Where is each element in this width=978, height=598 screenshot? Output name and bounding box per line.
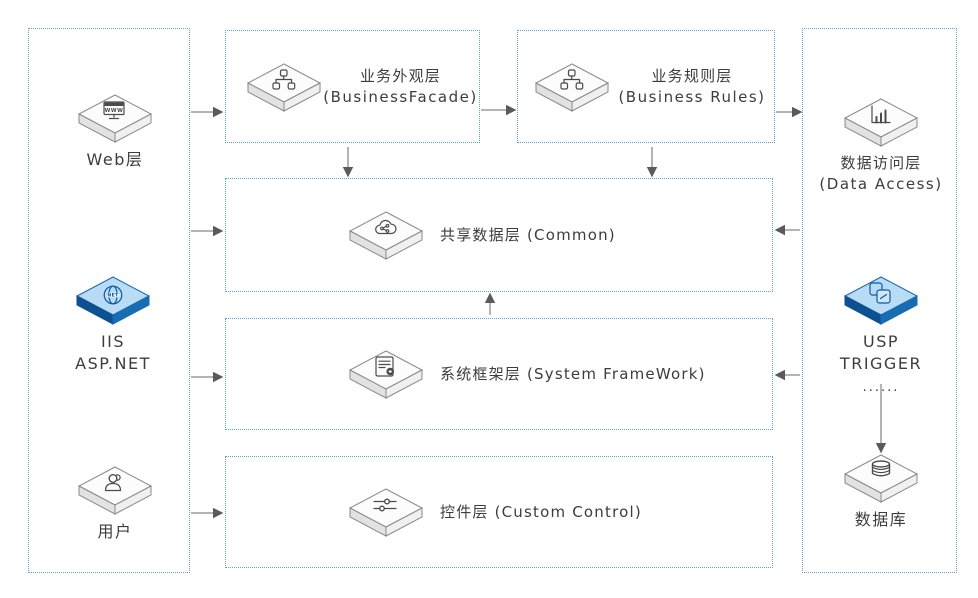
sitemap-icon xyxy=(246,62,322,112)
person-icon xyxy=(77,466,153,515)
database-icon xyxy=(843,454,919,503)
browser-icon: WWW xyxy=(77,94,153,143)
database-label: 数据库 xyxy=(854,510,908,529)
trigger-label: TRIGGER xyxy=(839,354,923,373)
node-usp-trigger: USP TRIGGER ...... xyxy=(805,275,957,395)
report-icon xyxy=(348,350,424,399)
system-framework-box: 系统框架层 (System FrameWork) xyxy=(225,318,773,430)
cloud-share-icon xyxy=(348,211,424,260)
data-access-label-en: (Data Access) xyxy=(819,175,943,193)
sitemap-icon xyxy=(534,62,610,112)
sliders-icon xyxy=(348,488,424,537)
business-rules-label: 业务规则层 (Business Rules) xyxy=(610,66,774,108)
custom-control-label: 控件层 (Custom Control) xyxy=(440,502,642,521)
label-en: (Business Rules) xyxy=(618,87,766,106)
web-layer-label: Web层 xyxy=(86,150,144,169)
business-facade-box: 业务外观层 (BusinessFacade) xyxy=(225,30,480,143)
stored-procedure-icon xyxy=(843,276,919,325)
label-zh: 业务外观层 xyxy=(359,66,441,85)
node-data-access: 数据访问层 (Data Access) xyxy=(805,97,957,195)
custom-control-box: 控件层 (Custom Control) xyxy=(225,456,773,568)
aspnet-label: ASP.NET xyxy=(75,354,151,373)
usp-label: USP xyxy=(862,332,899,351)
user-label: 用户 xyxy=(97,522,133,541)
svg-text:NET: NET xyxy=(107,293,119,299)
svg-text:WWW: WWW xyxy=(105,108,124,114)
node-web-layer: WWW Web层 xyxy=(39,93,191,171)
dotnet-globe-icon: NET xyxy=(75,276,151,325)
business-facade-label: 业务外观层 (BusinessFacade) xyxy=(322,66,479,108)
common-layer-label: 共享数据层 (Common) xyxy=(440,225,616,244)
system-framework-label: 系统框架层 (System FrameWork) xyxy=(440,364,706,383)
business-rules-box: 业务规则层 (Business Rules) xyxy=(517,30,775,143)
node-iis-aspnet: NET IIS ASP.NET xyxy=(37,275,189,375)
iis-label: IIS xyxy=(100,332,126,351)
label-zh: 业务规则层 xyxy=(651,66,733,85)
common-layer-box: 共享数据层 (Common) xyxy=(225,178,773,292)
ellipsis-label: ...... xyxy=(862,380,900,395)
bar-chart-icon xyxy=(843,98,919,147)
label-en: (BusinessFacade) xyxy=(323,87,478,106)
node-database: 数据库 xyxy=(805,453,957,531)
node-user: 用户 xyxy=(39,465,191,543)
data-access-label-zh: 数据访问层 xyxy=(840,154,922,172)
